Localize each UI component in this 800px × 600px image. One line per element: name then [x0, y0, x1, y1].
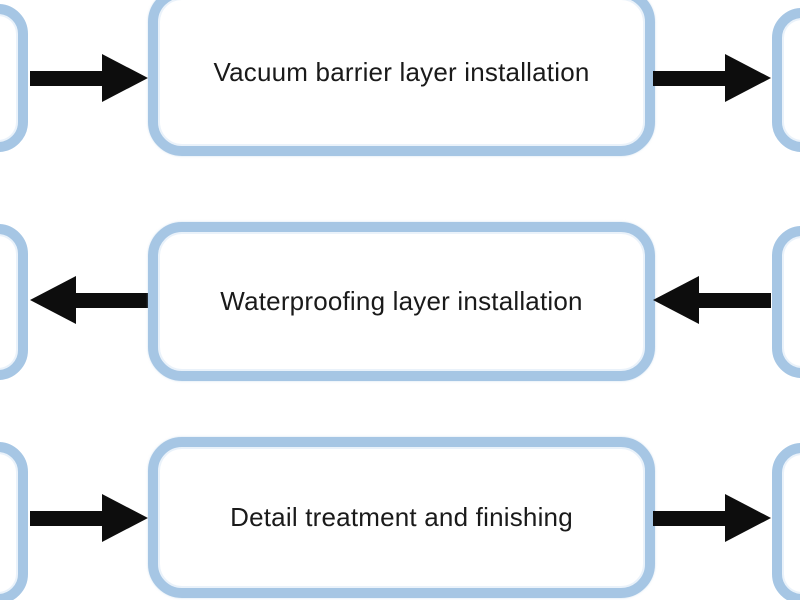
arrow-head-icon	[725, 54, 771, 102]
arrow-head-icon	[653, 276, 699, 324]
flow-step-box-1: Vacuum barrier layer installation	[148, 0, 655, 156]
arrow-shaft	[76, 292, 148, 308]
flow-step-label-2: Waterproofing layer installation	[220, 286, 583, 316]
edge-stub-box-top-left	[0, 4, 28, 152]
edge-stub-box-bottom-right	[772, 443, 800, 600]
edge-stub-box-middle-right	[772, 226, 800, 378]
flow-arrow-left	[30, 276, 148, 324]
flow-step-box-3: Detail treatment and finishing	[148, 437, 655, 598]
arrow-shaft	[30, 70, 102, 86]
flow-arrow-right	[30, 54, 148, 102]
arrow-shaft	[653, 70, 725, 86]
edge-stub-box-middle-left	[0, 224, 28, 380]
edge-stub-box-top-right	[772, 8, 800, 152]
flow-arrow-right	[653, 494, 771, 542]
flow-arrow-right	[30, 494, 148, 542]
arrow-shaft	[699, 292, 771, 308]
flow-step-label-3: Detail treatment and finishing	[230, 502, 573, 532]
flow-step-label-1: Vacuum barrier layer installation	[213, 56, 590, 87]
arrow-shaft	[653, 510, 725, 526]
arrow-head-icon	[102, 54, 148, 102]
arrow-head-icon	[725, 494, 771, 542]
flow-arrow-right	[653, 54, 771, 102]
arrow-head-icon	[30, 276, 76, 324]
edge-stub-box-bottom-left	[0, 442, 28, 600]
flow-arrow-left	[653, 276, 771, 324]
arrow-head-icon	[102, 494, 148, 542]
flow-step-box-2: Waterproofing layer installation	[148, 222, 655, 381]
arrow-shaft	[30, 510, 102, 526]
